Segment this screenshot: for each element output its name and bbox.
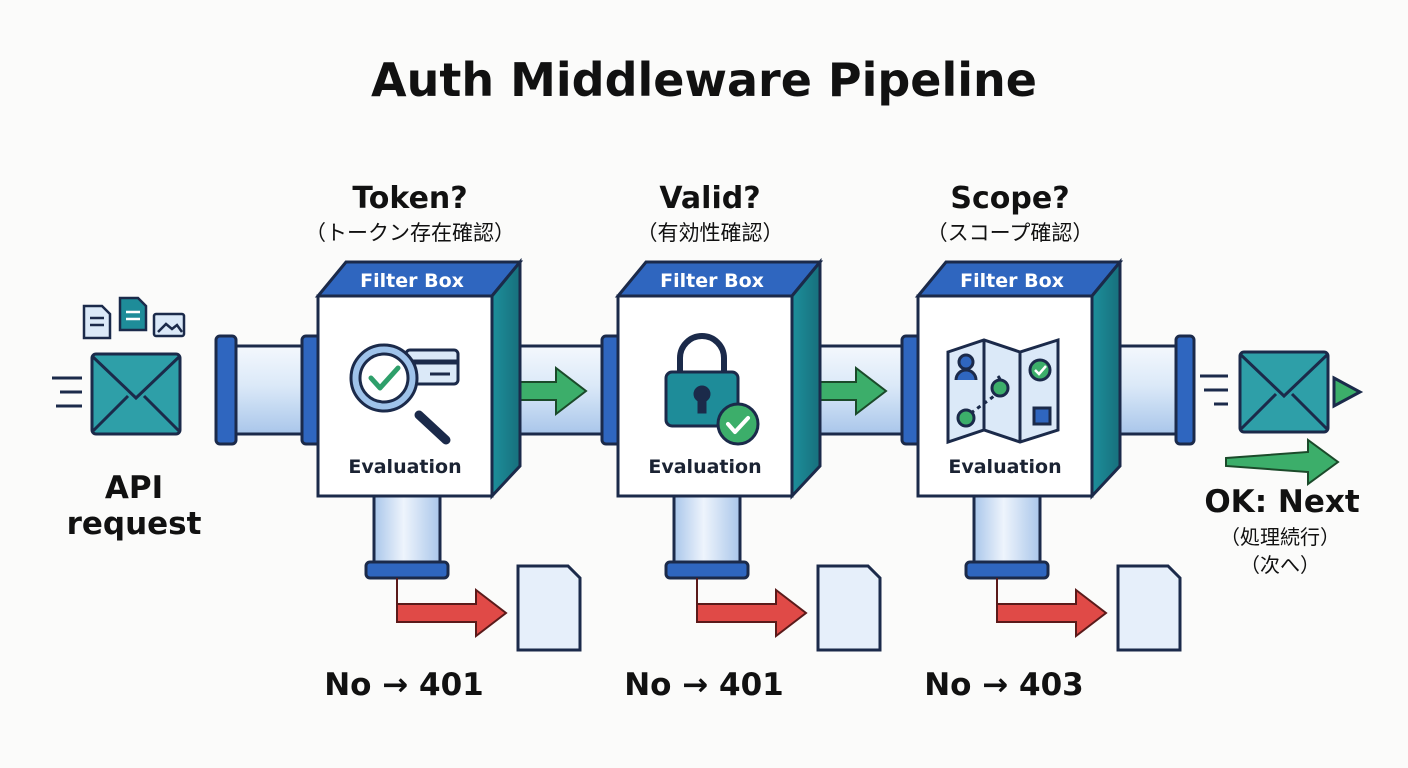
evaluation-label: Evaluation — [348, 456, 461, 478]
padlock-check-icon — [664, 333, 760, 446]
stage-question: Scope? — [950, 181, 1069, 216]
stage-token: Token? （トークン存在確認） Filter Box Evaluation … — [305, 181, 582, 703]
document-icons — [82, 296, 186, 340]
ok-next-label: OK: Next — [1204, 484, 1360, 520]
stage-valid: Valid? （有効性確認） Filter Box Evaluation No … — [614, 181, 882, 703]
flow-arrow-2 — [819, 365, 888, 417]
next-arrow — [1225, 438, 1340, 486]
reject-label: No → 403 — [924, 667, 1084, 703]
stage-question-sub: （スコープ確認） — [927, 221, 1094, 245]
filter-box-label: Filter Box — [960, 270, 1064, 292]
reject-arrow — [696, 578, 808, 639]
ok-next-sub: （処理続行） — [1220, 525, 1340, 549]
diagram-title: Auth Middleware Pipeline — [371, 53, 1037, 107]
api-request-label: API — [105, 470, 163, 506]
api-request-input: API request — [52, 296, 202, 542]
flow-arrow-1 — [519, 365, 588, 417]
reject-label: No → 401 — [624, 667, 784, 703]
stage-scope: Scope? （スコープ確認） Filter Box Evaluation No… — [914, 181, 1182, 703]
evaluation-label: Evaluation — [648, 456, 761, 478]
rejected-document-icon — [816, 564, 882, 652]
stage-question-sub: （有効性確認） — [637, 221, 784, 245]
ok-next-sub-2: （次へ） — [1240, 553, 1320, 577]
rejected-document-icon — [1116, 564, 1182, 652]
reject-label: No → 401 — [324, 667, 484, 703]
reject-arrow — [396, 578, 508, 639]
stage-question: Valid? — [659, 181, 760, 216]
filter-box-label: Filter Box — [360, 270, 464, 292]
map-route-icon — [946, 337, 1060, 445]
envelope-icon — [1200, 350, 1364, 434]
ok-next-output: OK: Next （処理続行） （次へ） — [1200, 350, 1364, 577]
evaluation-label: Evaluation — [948, 456, 1061, 478]
stage-question-sub: （トークン存在確認） — [305, 221, 515, 245]
rejected-document-icon — [516, 564, 582, 652]
magnifier-card-icon — [349, 343, 460, 445]
flow-arrows — [519, 365, 888, 417]
reject-arrow — [996, 578, 1108, 639]
api-request-label-line2: request — [67, 506, 202, 542]
envelope-icon — [52, 352, 182, 436]
filter-box-label: Filter Box — [660, 270, 764, 292]
stage-question: Token? — [352, 181, 467, 216]
